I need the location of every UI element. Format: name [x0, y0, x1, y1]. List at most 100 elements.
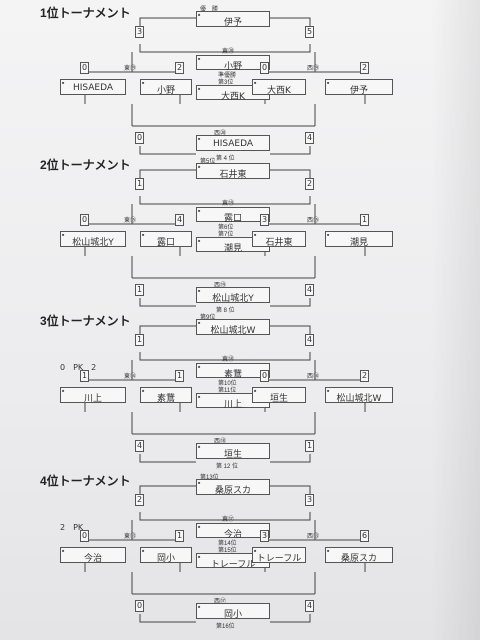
third-box: ■ 大西K: [196, 85, 270, 102]
score-bottom-right: 4: [305, 600, 314, 612]
west-label: 西⑲: [307, 66, 320, 72]
score-west-left: 3: [260, 214, 269, 226]
score-west-right: 2: [360, 370, 369, 382]
rank-b-label: 第15位: [218, 548, 237, 554]
team-box-left-outer: ■ HISAEDA: [60, 79, 126, 95]
runner-up-box: ■ 露口: [196, 207, 270, 224]
third-box: ■ 川上: [196, 393, 270, 410]
team-box-right-outer: ■ 松山城北W: [325, 387, 393, 404]
final-label: 東⑰: [222, 517, 235, 523]
score-top-right: 2: [305, 178, 314, 190]
section-title: 2位トーナメント: [40, 158, 131, 172]
runner-up-box: ■ 今治: [196, 523, 270, 540]
score-east-right: 1: [175, 370, 184, 382]
third-name: 潮見: [223, 244, 242, 254]
bracket-lines: [84, 169, 366, 307]
final-label: 東⑱: [222, 357, 235, 363]
team-box-right-outer: ■ 潮見: [325, 231, 393, 248]
tournament-section-1: 1位トーナメント: [0, 4, 480, 162]
score-east-left: 0: [80, 214, 89, 226]
score-east-left: 0: [80, 530, 89, 542]
team-box-right-inner: ■ トレーフル: [252, 547, 306, 564]
west-label: 西⑮: [307, 218, 320, 224]
rank-a-label: 第14位: [218, 541, 237, 547]
fourth-name: 垣生: [223, 450, 242, 460]
bottom-rank-label: 第 4 位: [216, 156, 235, 162]
tournament-section-2: 2位トーナメント: [0, 156, 480, 314]
score-east-left: 0: [80, 62, 89, 74]
pk-note: 0 PK 2: [60, 363, 97, 372]
bottom-rank-label: 第 12 位: [216, 464, 239, 470]
score-east-right: 4: [175, 214, 184, 226]
tournament-section-4: 4位トーナメント: [0, 472, 480, 630]
runner-up-name: 今治: [223, 530, 242, 540]
final-label: 東⑲: [222, 201, 235, 207]
score-east-left: 1: [80, 370, 89, 382]
west-label: 西⑬: [307, 534, 320, 540]
top-rank-label: 第13位: [200, 475, 219, 481]
top-rank-label: 第5位: [200, 159, 216, 165]
score-bottom-left: 1: [135, 284, 144, 296]
score-bottom-left: 4: [135, 440, 144, 452]
score-top-left: 2: [135, 494, 144, 506]
rank-a-label: 第6位: [218, 225, 234, 231]
rank-b-label: 第7位: [218, 232, 234, 238]
team-box-left-outer: ■ 川上: [60, 387, 126, 404]
winner-name: 桑原スカ: [214, 486, 251, 496]
score-west-right: 6: [360, 530, 369, 542]
runner-up-name: 小野: [223, 62, 242, 72]
section-title: 3位トーナメント: [40, 314, 131, 328]
top-rank-label: 第9位: [200, 315, 216, 321]
east-label: 東⑭: [124, 374, 137, 380]
top-rank-label: 優 勝: [200, 7, 219, 13]
fourth-name: 松山城北Y: [212, 294, 254, 304]
team-box-left-outer: ■ 今治: [60, 547, 126, 564]
rank-b-label: 第3位: [218, 80, 234, 86]
winner-box: ■ 桑原スカ: [196, 479, 270, 496]
team-box-right-outer: ■ 桑原スカ: [325, 547, 393, 564]
score-bottom-right: 4: [305, 284, 314, 296]
pk-note: 2 PK: [60, 523, 84, 532]
bottom-label: 西⑲: [214, 283, 227, 289]
rank-a-label: 第10位: [218, 381, 237, 387]
east-label: 東⑮: [124, 218, 137, 224]
runner-up-box: ■ 小野: [196, 55, 270, 72]
winner-name: 伊予: [223, 18, 242, 28]
team-box-left-inner: ■ 岡小: [140, 547, 192, 564]
fourth-name: HISAEDA: [212, 139, 254, 149]
score-bottom-left: 0: [135, 600, 144, 612]
east-label: 東⑲: [124, 66, 137, 72]
score-west-left: 0: [260, 62, 269, 74]
team-box-right-outer: ■ 伊予: [325, 79, 393, 96]
west-label: 西⑭: [307, 374, 320, 380]
team-box-left-outer: ■ 松山城北Y: [60, 231, 126, 248]
runner-up-box: ■ 素鵞: [196, 363, 270, 380]
bottom-label: 西⑳: [214, 131, 227, 137]
third-name: 川上: [223, 400, 242, 410]
score-west-right: 2: [360, 62, 369, 74]
team-box-right-inner: ■ 石井東: [252, 231, 306, 248]
bottom-rank-label: 第 8 位: [216, 308, 235, 314]
final-label: 東⑳: [222, 49, 235, 55]
score-bottom-right: 4: [305, 132, 314, 144]
team-box-left-inner: ■ 小野: [140, 79, 192, 96]
score-top-right: 3: [305, 494, 314, 506]
tournament-section-3: 3位トーナメント: [0, 312, 480, 470]
fourth-name: 岡小: [223, 610, 242, 620]
score-top-left: 1: [135, 178, 144, 190]
paper-shadow: [430, 0, 480, 640]
score-west-left: 0: [260, 370, 269, 382]
section-title: 4位トーナメント: [40, 474, 131, 488]
team-box-left-inner: ■ 素鵞: [140, 387, 192, 404]
score-east-right: 2: [175, 62, 184, 74]
rank-b-label: 第11位: [218, 388, 237, 394]
winner-name: 石井東: [219, 170, 247, 180]
score-bottom-right: 1: [305, 440, 314, 452]
fourth-box: ■ HISAEDA: [196, 135, 270, 151]
team-box-right-inner: ■ 垣生: [252, 387, 306, 404]
east-label: 東⑬: [124, 534, 137, 540]
fourth-box: ■ 垣生: [196, 443, 270, 460]
fourth-box: ■ 岡小: [196, 603, 270, 620]
score-bottom-left: 0: [135, 132, 144, 144]
